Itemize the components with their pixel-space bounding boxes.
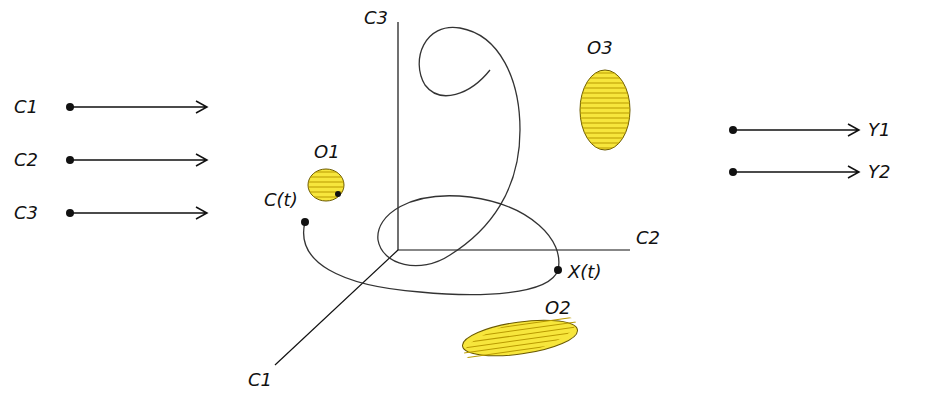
- stripe-line: [580, 113, 630, 114]
- axis-label: C3: [14, 203, 38, 223]
- stripe-line: [580, 103, 630, 104]
- stripe-line: [464, 337, 579, 353]
- stripe-line: [463, 332, 578, 348]
- axis-label: C2: [14, 150, 38, 170]
- obstacle-fill: [580, 70, 630, 150]
- stripe-line: [461, 317, 576, 333]
- obstacle-region: O3: [575, 38, 635, 153]
- axis-label: C1: [14, 97, 38, 117]
- axis-line: [398, 249, 630, 250]
- stripe-line: [462, 327, 577, 343]
- obstacle-region: O2: [455, 296, 585, 360]
- axis-label: Y1: [868, 120, 890, 140]
- stripe-line: [580, 143, 630, 144]
- stripe-line: [580, 148, 630, 149]
- stripe-line: [580, 98, 630, 99]
- input-arrow: [70, 101, 207, 113]
- input-arrows: [70, 101, 207, 219]
- axis-label: C3: [364, 8, 388, 28]
- start-point: [301, 218, 309, 226]
- stripe-line: [580, 128, 630, 129]
- trajectory-curve: [304, 27, 559, 294]
- stripe-line: [464, 342, 579, 358]
- obstacle-stripes: [580, 73, 630, 148]
- stripe-line: [580, 73, 630, 74]
- input-dot: [66, 156, 74, 164]
- input-dot: [66, 103, 74, 111]
- stripe-line: [580, 123, 630, 124]
- axis-label: C(t): [264, 190, 298, 210]
- axes: [275, 22, 630, 365]
- axis-label: X(t): [568, 262, 601, 282]
- stripe-line: [308, 172, 344, 173]
- stripe-line: [580, 93, 630, 94]
- obstacle-fill: [308, 169, 344, 201]
- input-arrow: [70, 154, 207, 166]
- obstacle-label: O2: [545, 298, 571, 318]
- obstacle-fill: [460, 314, 579, 360]
- axis-line: [397, 22, 398, 250]
- axis-line: [275, 250, 398, 365]
- obstacle-stripes: [461, 317, 579, 358]
- stripe-line: [308, 177, 344, 178]
- stripe-line: [580, 138, 630, 139]
- stripe-line: [580, 133, 630, 134]
- stripe-line: [308, 187, 344, 188]
- output-arrow: [733, 124, 859, 136]
- input-arrow: [70, 207, 207, 219]
- obstacle-label: O3: [587, 38, 613, 58]
- obstacle-region: O1: [302, 142, 350, 204]
- obstacle-label: O1: [314, 142, 340, 162]
- stripe-line: [580, 88, 630, 89]
- stripe-line: [580, 108, 630, 109]
- obstacle-dot: [335, 191, 341, 197]
- output-dot: [729, 168, 737, 176]
- stripe-line: [308, 182, 344, 183]
- axis-label: C1: [248, 370, 272, 390]
- stripe-line: [580, 118, 630, 119]
- stripe-line: [461, 322, 576, 338]
- input-dots: [66, 103, 74, 217]
- axis-label: Y2: [868, 162, 890, 182]
- output-dot: [729, 126, 737, 134]
- output-arrows: [733, 124, 859, 178]
- output-dots: [729, 126, 737, 176]
- stripe-line: [580, 83, 630, 84]
- current-point: [554, 266, 562, 274]
- stripe-line: [580, 78, 630, 79]
- output-arrow: [733, 166, 859, 178]
- obstacle-stripes: [308, 172, 344, 197]
- axis-label: C2: [636, 228, 660, 248]
- input-dot: [66, 209, 74, 217]
